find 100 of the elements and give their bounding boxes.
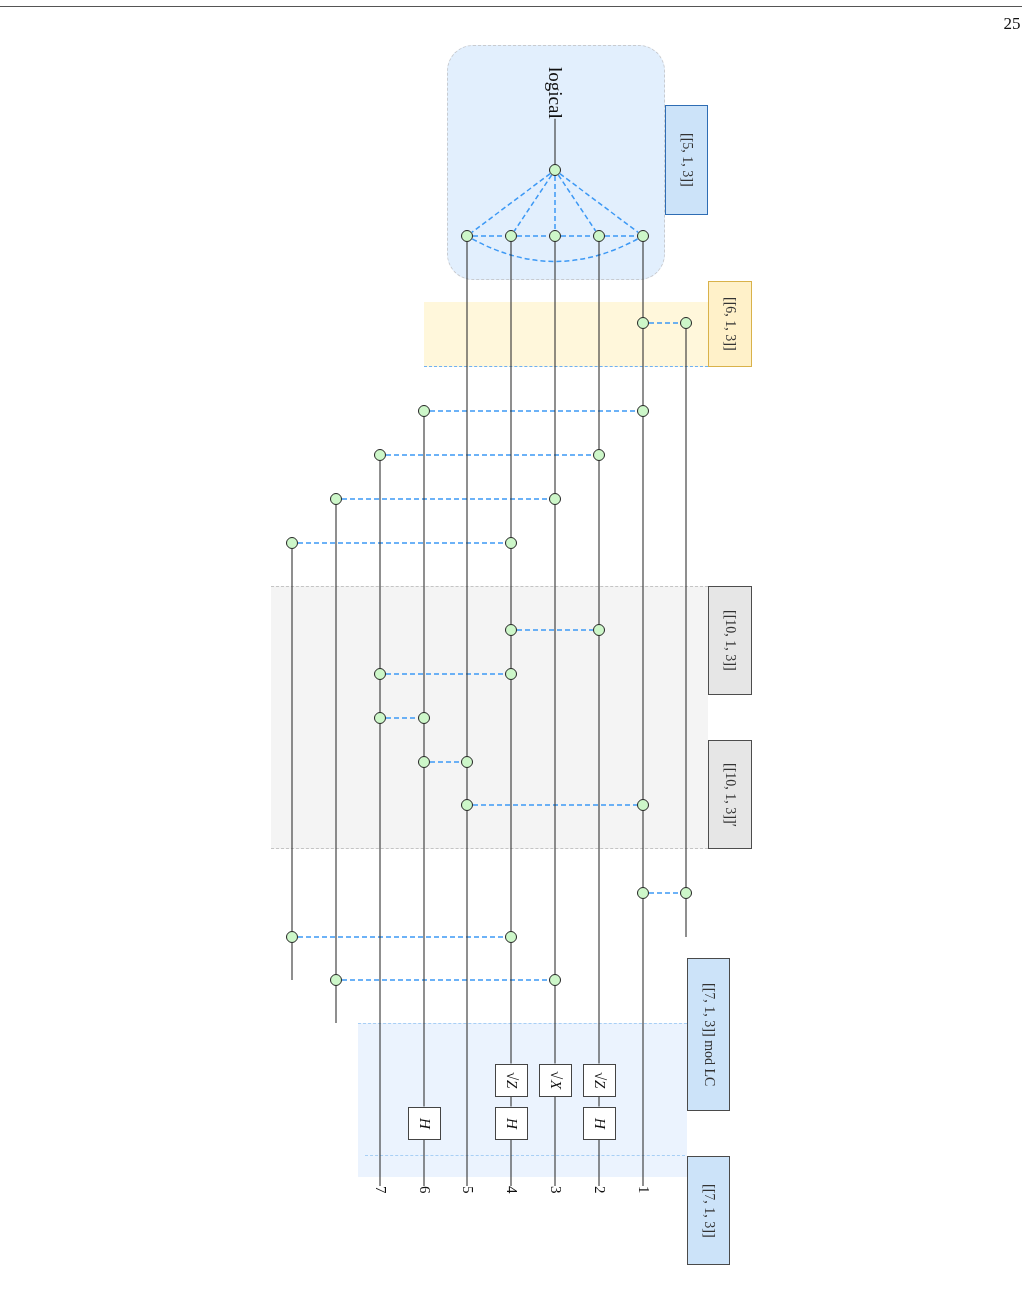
wire-line (642, 898, 644, 1187)
wire-line (554, 504, 556, 975)
vertex-dot (418, 405, 430, 417)
vertex-dot (374, 668, 386, 680)
wire-line (642, 328, 644, 406)
vertex-dot (549, 493, 561, 505)
wire-number: 5 (459, 1186, 475, 1194)
wire-number: 4 (503, 1186, 519, 1194)
vertex-dot (418, 756, 430, 768)
vertex-dot (330, 974, 342, 986)
dashed-connector (471, 172, 551, 234)
wire-line (598, 1095, 600, 1108)
vertex-dot (549, 164, 561, 176)
wire-line (642, 241, 644, 318)
dashed-connector (297, 542, 506, 544)
code-tag: [[10, 1, 3]]′ (708, 740, 752, 849)
wire-line (510, 1095, 512, 1108)
gate-box: √Z (582, 1063, 616, 1097)
vertex-dot (593, 624, 605, 636)
wire-line (379, 460, 381, 669)
dashed-connector (429, 410, 638, 412)
dashed-connector (297, 936, 506, 938)
vertex-dot (374, 449, 386, 461)
vertex-dot (593, 230, 605, 242)
wire-number: 7 (372, 1186, 388, 1194)
code-tag: [[7, 1, 3]] (687, 1156, 730, 1265)
vertex-dot (637, 799, 649, 811)
vertex-dot (680, 887, 692, 899)
wire-line (510, 635, 512, 669)
vertex-dot (637, 230, 649, 242)
dashed-connector (648, 322, 681, 324)
highlight-band (358, 1023, 687, 1177)
wire-line (642, 810, 644, 888)
highlight-band (424, 302, 708, 367)
dashed-connector (513, 174, 553, 232)
wire-line (510, 241, 512, 538)
wire-line (379, 679, 381, 713)
wire-line (466, 241, 468, 757)
gate-box: H (407, 1106, 441, 1140)
dashed-connector (341, 979, 550, 981)
wire-line (466, 810, 468, 1187)
wire-line (466, 767, 468, 800)
highlight-band (271, 586, 708, 849)
vertex-dot (637, 317, 649, 329)
dashed-connector (385, 454, 594, 456)
vertex-dot (505, 624, 517, 636)
dashed-connector (648, 892, 681, 894)
vertex-dot (505, 537, 517, 549)
code-tag: [[10, 1, 3]] (708, 586, 752, 695)
vertex-dot (505, 668, 517, 680)
wire-line (423, 767, 425, 1108)
vertex-dot (593, 449, 605, 461)
code-tag: [[5, 1, 3]] (665, 105, 708, 215)
gate-box: √Z (494, 1063, 528, 1097)
wire-line (291, 548, 293, 932)
wire-label: logical (545, 67, 565, 119)
vertex-dot (505, 230, 517, 242)
vertex-dot (374, 712, 386, 724)
wire-line (642, 416, 644, 800)
vertex-dot (461, 756, 473, 768)
dashed-connector (516, 629, 594, 631)
dashed-connector (557, 174, 597, 232)
gate-box: √X (538, 1063, 572, 1097)
gate-box: H (582, 1106, 616, 1140)
wire-number: 1 (635, 1186, 651, 1194)
wire-line (423, 1138, 425, 1187)
wire-line (379, 723, 381, 1187)
wire-line (554, 1095, 556, 1187)
wire-line (423, 416, 425, 713)
vertex-dot (505, 931, 517, 943)
vertex-dot (680, 317, 692, 329)
wire-line (554, 985, 556, 1065)
dashed-connector (559, 172, 639, 234)
wire-line (510, 1138, 512, 1187)
dashed-connector (471, 238, 639, 263)
dashed-connector (472, 804, 638, 806)
wire-number: 2 (591, 1186, 607, 1194)
vertex-dot (330, 493, 342, 505)
wire-line (554, 241, 556, 494)
vertex-dot (286, 537, 298, 549)
dashed-connector (341, 498, 550, 500)
code-tag: [[6, 1, 3]] (708, 281, 752, 367)
wire-line (335, 985, 337, 1024)
dashed-connector (554, 175, 556, 231)
wire-line (685, 328, 687, 888)
wire-line (554, 118, 556, 165)
vertex-dot (461, 230, 473, 242)
wire-number: 3 (547, 1186, 563, 1194)
code-region (447, 45, 665, 280)
code-tag: [[7, 1, 3]] mod LC (687, 958, 730, 1111)
gate-box: H (494, 1106, 528, 1140)
vertex-dot (637, 887, 649, 899)
vertex-dot (549, 230, 561, 242)
vertex-dot (418, 712, 430, 724)
wire-line (423, 723, 425, 757)
wire-line (598, 635, 600, 1065)
page-number: 25 (1003, 15, 1021, 32)
dashed-connector (429, 761, 462, 763)
wire-line (510, 548, 512, 625)
wire-line (685, 898, 687, 938)
